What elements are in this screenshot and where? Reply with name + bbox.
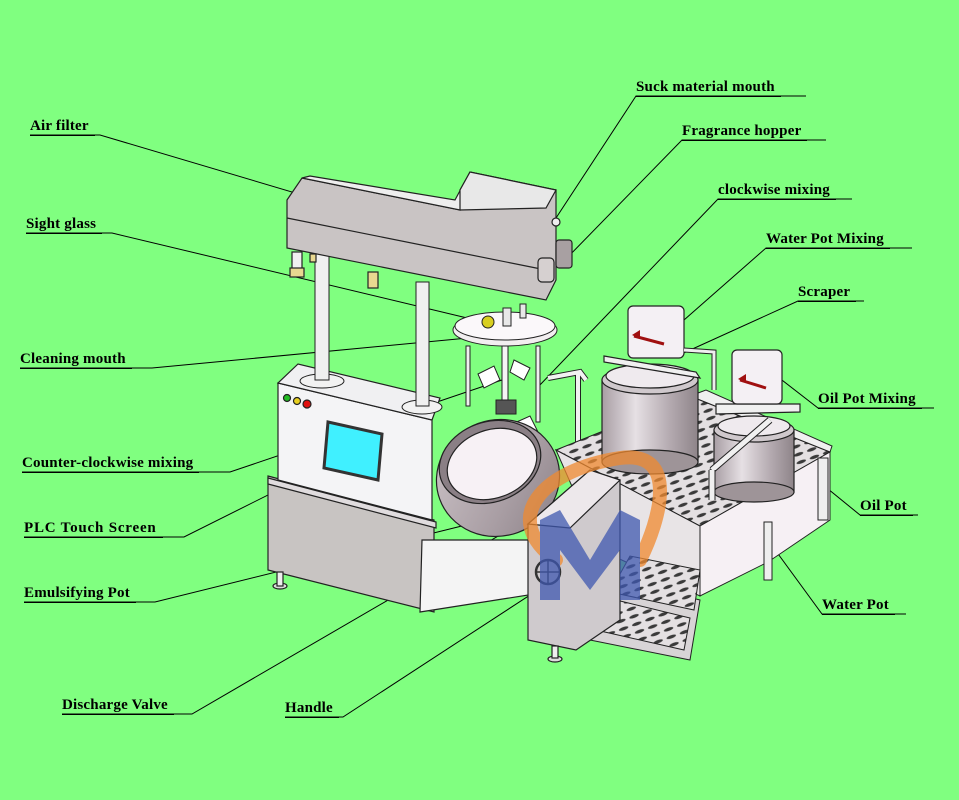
oil-pot xyxy=(708,349,801,503)
sight-glass xyxy=(481,315,495,329)
label-water-pot-mixing: Water Pot Mixing xyxy=(766,231,890,249)
water-pot xyxy=(601,305,717,475)
label-air-filter: Air filter xyxy=(30,118,95,136)
label-handle: Handle xyxy=(285,700,339,718)
plc-touch-screen xyxy=(322,420,384,482)
indicator-light-red xyxy=(302,399,312,409)
water-pot-mixing-motor xyxy=(627,305,685,359)
indicator-light-green xyxy=(282,393,292,403)
label-water-pot: Water Pot xyxy=(822,597,895,615)
oil-pot-mixing-motor xyxy=(731,349,783,405)
label-emulsifying-pot: Emulsifying Pot xyxy=(24,585,136,603)
label-oil-pot: Oil Pot xyxy=(860,498,913,516)
leader-scraper xyxy=(676,300,864,357)
label-plc-touch-screen: PLC Touch Screen xyxy=(24,520,163,538)
indicator-light-yellow xyxy=(292,396,302,406)
label-oil-pot-mixing: Oil Pot Mixing xyxy=(818,391,922,409)
label-fragrance-hopper: Fragrance hopper xyxy=(682,123,808,141)
scraper xyxy=(603,355,702,379)
emulsifying-lid xyxy=(452,303,589,450)
lift-columns xyxy=(299,249,443,415)
label-cleaning-mouth: Cleaning mouth xyxy=(20,351,132,369)
label-scraper: Scraper xyxy=(798,284,857,302)
fragrance-hopper xyxy=(555,239,573,269)
watermark-logo xyxy=(522,450,667,600)
lift-beam xyxy=(286,171,573,301)
label-suck-material-mouth: Suck material mouth xyxy=(636,79,781,97)
label-sight-glass: Sight glass xyxy=(26,216,103,234)
label-discharge-valve: Discharge Valve xyxy=(62,697,174,715)
label-counter-clockwise-mixing: Counter-clockwise mixing xyxy=(22,455,200,473)
suck-material-mouth xyxy=(551,217,561,227)
label-clockwise-mixing: clockwise mixing xyxy=(718,182,836,200)
air-filter xyxy=(537,257,555,283)
